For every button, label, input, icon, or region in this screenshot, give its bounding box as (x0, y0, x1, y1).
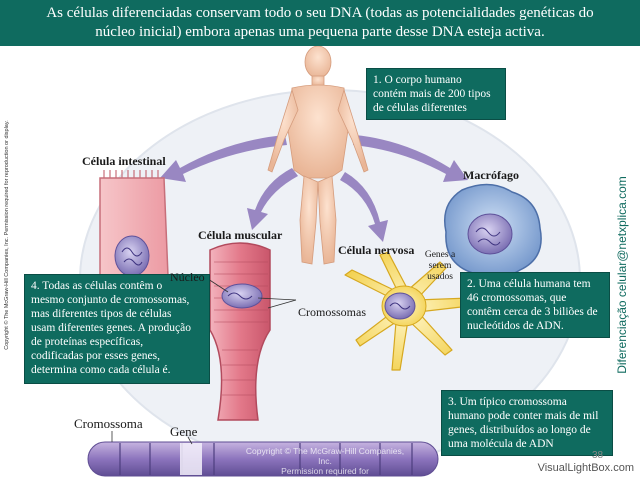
arrow-to-macrofago-icon (353, 135, 468, 182)
neuron-cell (344, 251, 471, 371)
macrophage-cell (444, 183, 542, 279)
box3-line: genes, distribuídos ao longo de (448, 424, 591, 436)
info-box-4: 4. Todas as células contêm o mesmo conju… (24, 274, 210, 384)
intestinal-cell (99, 170, 169, 281)
arrow-to-intestinal-icon (160, 135, 287, 182)
box2-line: 2. Uma célula humana tem (467, 278, 591, 290)
copyright-notice: Copyright © The McGraw-Hill Companies, I… (2, 80, 12, 390)
watermark-line: Permission required for (281, 466, 369, 476)
box2-line: 46 cromossomas, que (467, 292, 567, 304)
box3-line: humano pode conter mais de mil (448, 410, 599, 422)
watermark-line: Copyright © The McGraw-Hill Companies, I… (245, 446, 405, 466)
box4-line: determina como cada célula é. (31, 364, 171, 376)
label-gene: Gene (170, 424, 198, 439)
copyright-text: Copyright © The McGraw-Hill Companies, I… (4, 120, 10, 350)
info-box-1: 1. O corpo humano contém mais de 200 tip… (366, 68, 506, 120)
genes-line: usados (427, 272, 453, 282)
box4-line: de proteínas específicas, (31, 336, 144, 348)
muscle-cell (209, 242, 271, 421)
label-celula-intestinal: Célula intestinal (82, 154, 166, 168)
box1-line: 1. O corpo humano (373, 74, 462, 86)
chromosome-bar (87, 441, 439, 477)
box4-line: usam diferentes genes. A produção (31, 322, 191, 334)
box2-line: contêm cerca de 3 biliões de (467, 306, 598, 318)
label-celula-muscular: Célula muscular (198, 228, 283, 242)
slide-title: As células diferenciadas conservam todo … (0, 0, 640, 46)
box1-line: contém mais de 200 tipos (373, 88, 491, 100)
label-celula-nervosa: Célula nervosa (338, 243, 415, 257)
title-line-2: núcleo inicial) embora apenas uma pequen… (95, 24, 545, 40)
title-line-1: As células diferenciadas conservam todo … (46, 5, 594, 21)
watermark: Copyright © The McGraw-Hill Companies, I… (240, 446, 410, 486)
side-credit: Diferenciação celular@netxplica.com (612, 160, 632, 390)
footer-brand[interactable]: VisualLightBox.com (537, 462, 634, 474)
watermark-line: necessária para reprodução ou exibição (249, 476, 401, 486)
side-credit-text: Diferenciação celular@netxplica.com (615, 176, 629, 374)
box3-line: uma molécula de ADN (448, 438, 554, 450)
label-genes-usados: Genes a serem usados (418, 250, 462, 283)
box4-line: mesmo conjunto de cromossomas, (31, 294, 190, 306)
box2-line: nucleótidos de ADN. (467, 320, 564, 332)
human-body (267, 45, 369, 265)
label-cromossoma: Cromossoma (74, 416, 143, 431)
arrow-to-muscular-icon (247, 168, 298, 230)
info-box-3: 3. Um típico cromossoma humano pode cont… (441, 390, 613, 456)
arrow-to-nervosa-icon (340, 172, 388, 242)
box4-line: mas diferentes tipos de células (31, 308, 172, 320)
slide-number: 38 (592, 450, 604, 461)
box4-line: 4. Todas as células contêm o (31, 280, 163, 292)
genes-line: Genes a (424, 250, 456, 260)
label-macrofago: Macrófago (463, 168, 519, 182)
box3-line: 3. Um típico cromossoma (448, 396, 567, 408)
box1-line: de células diferentes (373, 102, 467, 114)
label-cromossomas: Cromossomas (298, 305, 367, 319)
label-nucleo: Núcleo (170, 270, 205, 284)
info-box-2: 2. Uma célula humana tem 46 cromossomas,… (460, 272, 610, 338)
box4-line: codificadas por esses genes, (31, 350, 161, 362)
genes-line: serem (428, 261, 452, 271)
